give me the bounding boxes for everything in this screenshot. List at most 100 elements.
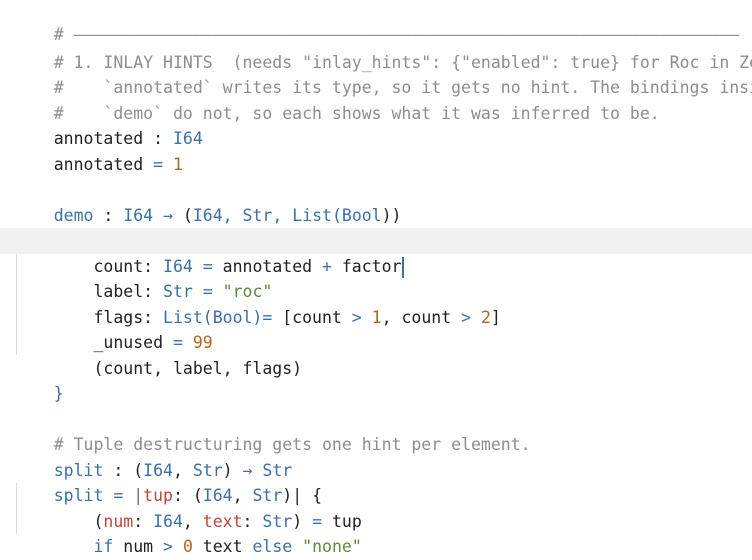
- punct-token: ): [222, 460, 243, 480]
- keyword-token: if: [93, 537, 114, 556]
- identifier-token: flags:: [53, 307, 164, 327]
- comment-token: # ——————————————————————————————————————…: [53, 24, 740, 44]
- code-line[interactable]: # Tuple destructuring gets one hint per …: [0, 407, 752, 454]
- identifier-token: count:: [53, 256, 164, 276]
- punct-token: : (: [172, 486, 203, 505]
- code-line[interactable]: annotated = 1: [0, 126, 752, 174]
- string-token: "roc": [222, 282, 273, 301]
- type-token: Str: [192, 460, 223, 480]
- identifier-token: num: [113, 537, 154, 556]
- punct-token: ,: [182, 511, 203, 531]
- type-token: List(Bool): [163, 307, 263, 327]
- code-line-current[interactable]: count: I64 = annotated + factor: [0, 228, 752, 278]
- identifier-token: factor: [341, 256, 402, 276]
- code-line[interactable]: split : (I64, Str) → Str: [0, 432, 752, 480]
- identifier-token: (count, label, flags): [53, 358, 303, 378]
- type-token: Str: [262, 460, 293, 480]
- code-line[interactable]: # `annotated` writes its type, so it get…: [0, 50, 752, 97]
- number-token: 99: [192, 333, 213, 352]
- operator-token: =: [163, 333, 193, 352]
- parameter-token: num: [103, 511, 134, 531]
- code-line[interactable]: if num > 0 text else "none": [0, 509, 752, 556]
- type-token: I64: [143, 460, 173, 480]
- code-line[interactable]: # ——————————————————————————————————————…: [0, 0, 752, 44]
- identifier-token: _unused: [53, 333, 164, 352]
- identifier-token: split: [53, 460, 104, 480]
- number-token: 1: [172, 154, 183, 174]
- punct-token: }: [53, 384, 64, 403]
- type-token: I64, Str, List(Bool: [192, 205, 382, 225]
- punct-token: (: [53, 511, 104, 531]
- operator-token: =: [312, 511, 332, 531]
- code-line[interactable]: (num: I64, text: Str) = tup: [0, 483, 752, 531]
- code-line[interactable]: (count, label, flags): [0, 330, 752, 378]
- operator-token: =: [192, 282, 223, 301]
- code-line[interactable]: }: [0, 356, 752, 403]
- operator-token: =: [262, 307, 283, 327]
- identifier-token: [count: [282, 307, 342, 327]
- operator-token: →: [242, 460, 263, 480]
- identifier-token: tup: [331, 511, 362, 531]
- parameter-token: tup: [143, 486, 173, 505]
- operator-token: =: [192, 256, 223, 276]
- code-line[interactable]: flags: List(Bool)= [count > 1, count > 2…: [0, 279, 752, 327]
- identifier-token: label:: [53, 282, 164, 301]
- punct-token: (: [173, 205, 193, 225]
- identifier-token: annotated: [53, 154, 154, 174]
- code-line[interactable]: # 1. INLAY HINTS (needs "inlay_hints": {…: [0, 24, 752, 72]
- code-line[interactable]: }: [0, 534, 752, 560]
- type-token: I64: [202, 486, 233, 505]
- identifier-token: text: [192, 537, 253, 556]
- number-token: 2: [480, 307, 491, 327]
- string-token: "none": [302, 537, 362, 556]
- punct-token: )): [381, 205, 402, 225]
- operator-token: >: [451, 307, 481, 327]
- number-token: 1: [371, 307, 382, 327]
- operator-token: +: [312, 256, 342, 276]
- code-line[interactable]: label: Str = "roc": [0, 254, 752, 301]
- punct-token: ]: [490, 307, 501, 327]
- punct-token: : (: [103, 460, 144, 480]
- operator-token: =: [103, 486, 134, 505]
- code-line[interactable]: demo : I64 → (I64, Str, List(Bool)): [0, 177, 752, 225]
- operator-token: →: [153, 205, 173, 225]
- punct-token: :: [242, 511, 263, 531]
- identifier-token: annotated: [222, 256, 313, 276]
- text-cursor: [402, 256, 405, 278]
- type-token: I64: [163, 256, 193, 276]
- number-token: 0: [182, 537, 193, 556]
- indent-guide: [16, 483, 17, 534]
- code-line[interactable]: split = |tup: (I64, Str)| {: [0, 458, 752, 505]
- code-line[interactable]: _unused = 99: [0, 305, 752, 352]
- code-line[interactable]: # `demo` do not, so each shows what it w…: [0, 75, 752, 123]
- operator-token: =: [153, 154, 173, 174]
- identifier-token: demo: [53, 205, 94, 225]
- punct-token: ,: [172, 460, 193, 480]
- type-token: Str: [252, 486, 283, 505]
- comment-token: # 1. INLAY HINTS (needs "inlay_hints": {…: [53, 52, 752, 72]
- code-line[interactable]: annotated : I64: [0, 101, 752, 148]
- type-token: I64: [172, 129, 203, 148]
- type-token: Str: [262, 511, 293, 531]
- identifier-token: , count: [381, 307, 452, 327]
- keyword-token: else: [252, 537, 293, 556]
- type-token: I64: [153, 511, 183, 531]
- punct-token: :: [93, 205, 124, 225]
- indent-guide: [16, 228, 17, 355]
- type-token: I64: [123, 205, 154, 225]
- punct-token: :: [133, 511, 154, 531]
- punct-token: )| {: [282, 486, 323, 505]
- punct-token: ): [292, 511, 313, 531]
- operator-token: >: [341, 307, 372, 327]
- comment-token: # Tuple destructuring gets one hint per …: [53, 435, 531, 454]
- punct-token: |: [133, 486, 144, 505]
- code-line[interactable]: demo = |factor: I64| {: [0, 203, 752, 250]
- comment-token: # `demo` do not, so each shows what it w…: [53, 103, 660, 123]
- identifier-token: annotated :: [53, 129, 173, 148]
- type-token: Str: [163, 282, 193, 301]
- comment-token: # `annotated` writes its type, so it get…: [53, 78, 752, 97]
- identifier-token: split: [53, 486, 104, 505]
- parameter-token: text: [202, 511, 243, 531]
- operator-token: >: [153, 537, 183, 556]
